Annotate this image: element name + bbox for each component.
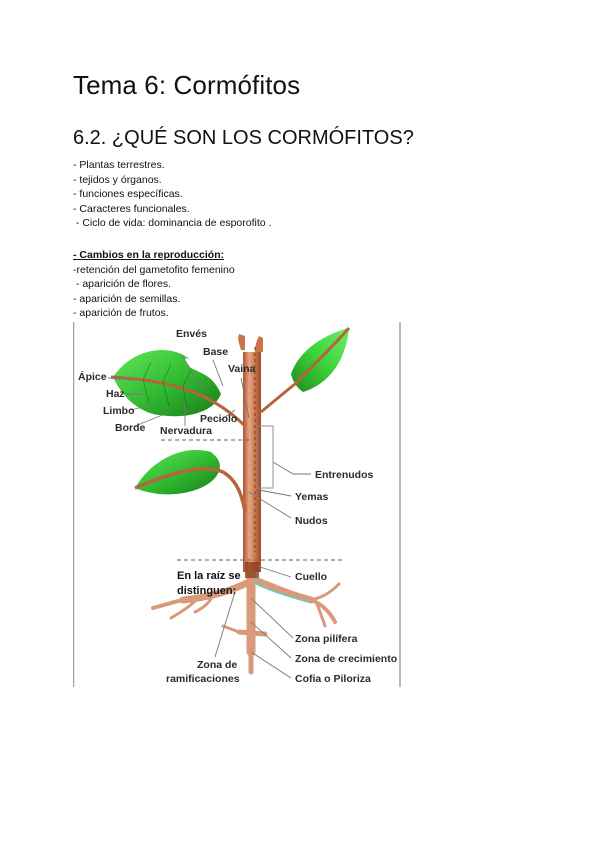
label-vaina: Vaina (228, 363, 256, 375)
plant-diagram-svg: Envés Base Vaina Ápice Haz Limbo Borde P… (73, 322, 401, 687)
label-borde: Borde (115, 422, 145, 434)
label-zona-pilifera: Zona pilífera (295, 633, 358, 645)
label-cofia: Cofia o Piloriza (295, 673, 371, 685)
label-enves: Envés (176, 328, 207, 340)
section-title: 6.2. ¿QUÉ SON LOS CORMÓFITOS? (73, 127, 414, 149)
roots (151, 562, 341, 675)
diagram-labels: Envés Base Vaina Ápice Haz Limbo Borde P… (78, 328, 397, 685)
reproduction-list: - Cambios en la reproducción: -retención… (73, 248, 235, 321)
plant-diagram: Envés Base Vaina Ápice Haz Limbo Borde P… (73, 322, 401, 687)
label-raiz-line2: distinguen: (177, 585, 236, 597)
leaf-middle-left (134, 449, 247, 513)
label-yemas: Yemas (295, 491, 328, 503)
characteristics-list: - Plantas terrestres. - tejidos y órgano… (73, 158, 271, 231)
label-nudos: Nudos (295, 515, 328, 527)
leaf-top-right (260, 327, 351, 414)
leader-lines (107, 353, 311, 679)
label-apice: Ápice (78, 370, 107, 383)
label-zona-ramificaciones-line1: Zona de (197, 659, 237, 671)
stem (238, 334, 263, 578)
list-item: -retención del gametofito femenino (73, 263, 235, 276)
list-item: - funciones específicas. (73, 188, 183, 201)
label-peciolo: Peciolo (200, 413, 237, 425)
list-item: - aparición de frutos. (73, 307, 169, 320)
list-item: - aparición de semillas. (73, 292, 181, 305)
list-item: - aparición de flores. (73, 278, 172, 291)
cyan-line (255, 507, 310, 603)
reproduction-heading: - Cambios en la reproducción: (73, 249, 225, 261)
label-base: Base (203, 346, 228, 358)
label-zona-crecimiento: Zona de crecimiento (295, 653, 397, 665)
label-raiz-line1: En la raíz se (177, 570, 241, 582)
label-cuello: Cuello (295, 571, 327, 583)
list-item: - tejidos y órganos. (73, 173, 162, 186)
label-haz: Haz (106, 388, 125, 400)
list-item: - Ciclo de vida: dominancia de esporofit… (73, 217, 272, 230)
entrenudos-bracket (256, 425, 274, 489)
label-entrenudos: Entrenudos (315, 469, 373, 481)
label-zona-ramificaciones-line2: ramificaciones (166, 673, 240, 685)
list-item: - Plantas terrestres. (73, 159, 165, 171)
list-item: - Caracteres funcionales. (73, 202, 190, 215)
label-nervadura: Nervadura (160, 425, 212, 437)
page-title: Tema 6: Cormófitos (73, 70, 301, 100)
label-limbo: Limbo (103, 405, 135, 417)
